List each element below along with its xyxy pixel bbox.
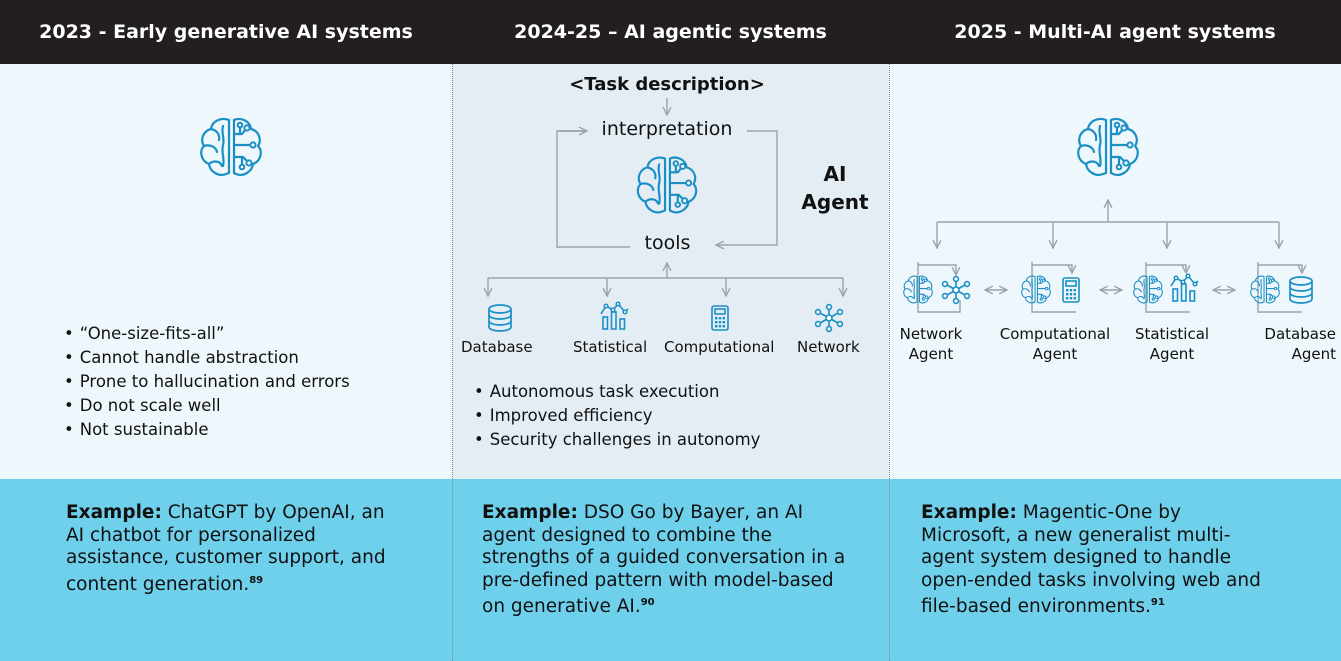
- ai-agent-label-line1: AI: [823, 162, 847, 186]
- brain-icon: [1133, 275, 1163, 304]
- agent-label-database: Database Agent: [1240, 324, 1336, 364]
- example-band: [0, 479, 1341, 661]
- header-2023-text: 2023 - Early generative AI systems: [39, 21, 413, 43]
- brain-icon: [636, 156, 698, 214]
- column-divider-2: [889, 64, 890, 661]
- database-icon: [488, 304, 512, 332]
- brain-icon: [1021, 275, 1051, 304]
- agent-label-network: Network Agent: [896, 324, 966, 364]
- tool-label-database: Database: [461, 338, 533, 356]
- col2-bullet-list: Autonomous task execution Improved effic…: [474, 380, 761, 452]
- list-item: “One-size-fits-all”: [64, 322, 350, 346]
- list-item: Do not scale well: [64, 394, 350, 418]
- example-label: Example:: [482, 502, 578, 523]
- tool-label-statistical: Statistical: [573, 338, 648, 356]
- col1-bullet-list: “One-size-fits-all” Cannot handle abstra…: [64, 322, 350, 442]
- agent-label-statistical: Statistical Agent: [1122, 324, 1222, 364]
- list-item: Not sustainable: [64, 418, 350, 442]
- list-item: Autonomous task execution: [474, 380, 760, 404]
- column-divider-1: [452, 64, 453, 661]
- header-2024-25-text: 2024-25 – AI agentic systems: [514, 21, 827, 43]
- brain-icon: [200, 117, 262, 176]
- agent-label-computational: Computational Agent: [985, 324, 1125, 364]
- database-icon: [1289, 276, 1313, 304]
- footnote-ref: 90: [640, 597, 655, 608]
- statistical-chart-icon: [600, 301, 629, 330]
- calculator-icon: [711, 305, 729, 331]
- agent-suffix: Agent: [908, 345, 954, 363]
- header-2025-text: 2025 - Multi-AI agent systems: [954, 21, 1276, 43]
- header-2025: 2025 - Multi-AI agent systems: [889, 0, 1341, 64]
- task-description: <Task description>: [569, 74, 765, 95]
- brain-icon: [1250, 275, 1280, 304]
- example-2024-25: Example: DSO Go by Bayer, an AI agent de…: [482, 502, 854, 619]
- calculator-icon: [1062, 277, 1080, 303]
- ai-agent-label-line2: Agent: [801, 190, 869, 214]
- tool-label-computational: Computational: [664, 338, 775, 356]
- agent-suffix: Agent: [1032, 345, 1078, 363]
- example-text: Magentic-One by Microsoft, a new general…: [921, 502, 1261, 618]
- agent-name: Statistical: [1134, 325, 1210, 343]
- list-item: Improved efficiency: [474, 404, 760, 428]
- footnote-ref: 91: [1150, 597, 1165, 608]
- example-text: DSO Go by Bayer, an AI agent designed to…: [482, 502, 846, 618]
- example-2025: Example: Magentic-One by Microsoft, a ne…: [921, 502, 1276, 619]
- tools-label: tools: [644, 232, 691, 254]
- statistical-chart-icon: [1170, 273, 1199, 302]
- network-icon: [941, 275, 971, 305]
- agent-name: Database: [1264, 325, 1336, 343]
- header-2024-25: 2024-25 – AI agentic systems: [452, 0, 889, 64]
- agent-name: Network: [899, 325, 963, 343]
- example-2023: Example: ChatGPT by OpenAI, an AI chatbo…: [66, 502, 406, 596]
- agent-suffix: Agent: [1291, 345, 1336, 363]
- interpretation-label: interpretation: [601, 118, 733, 140]
- list-item: Security challenges in autonomy: [474, 428, 761, 452]
- example-label: Example:: [66, 502, 162, 523]
- example-text: ChatGPT by OpenAI, an AI chatbot for per…: [66, 502, 386, 595]
- brain-icon: [1077, 117, 1139, 176]
- list-item: Prone to hallucination and errors: [64, 370, 350, 394]
- agent-suffix: Agent: [1149, 345, 1195, 363]
- network-icon: [814, 303, 844, 333]
- tool-label-network: Network: [797, 338, 860, 356]
- list-item: Cannot handle abstraction: [64, 346, 350, 370]
- example-label: Example:: [921, 502, 1017, 523]
- loop-left-line: [556, 130, 630, 248]
- header-2023: 2023 - Early generative AI systems: [0, 0, 452, 64]
- agent-name: Computational: [999, 325, 1111, 343]
- footnote-ref: 89: [249, 574, 264, 586]
- loop-right-arrow: [716, 130, 778, 245]
